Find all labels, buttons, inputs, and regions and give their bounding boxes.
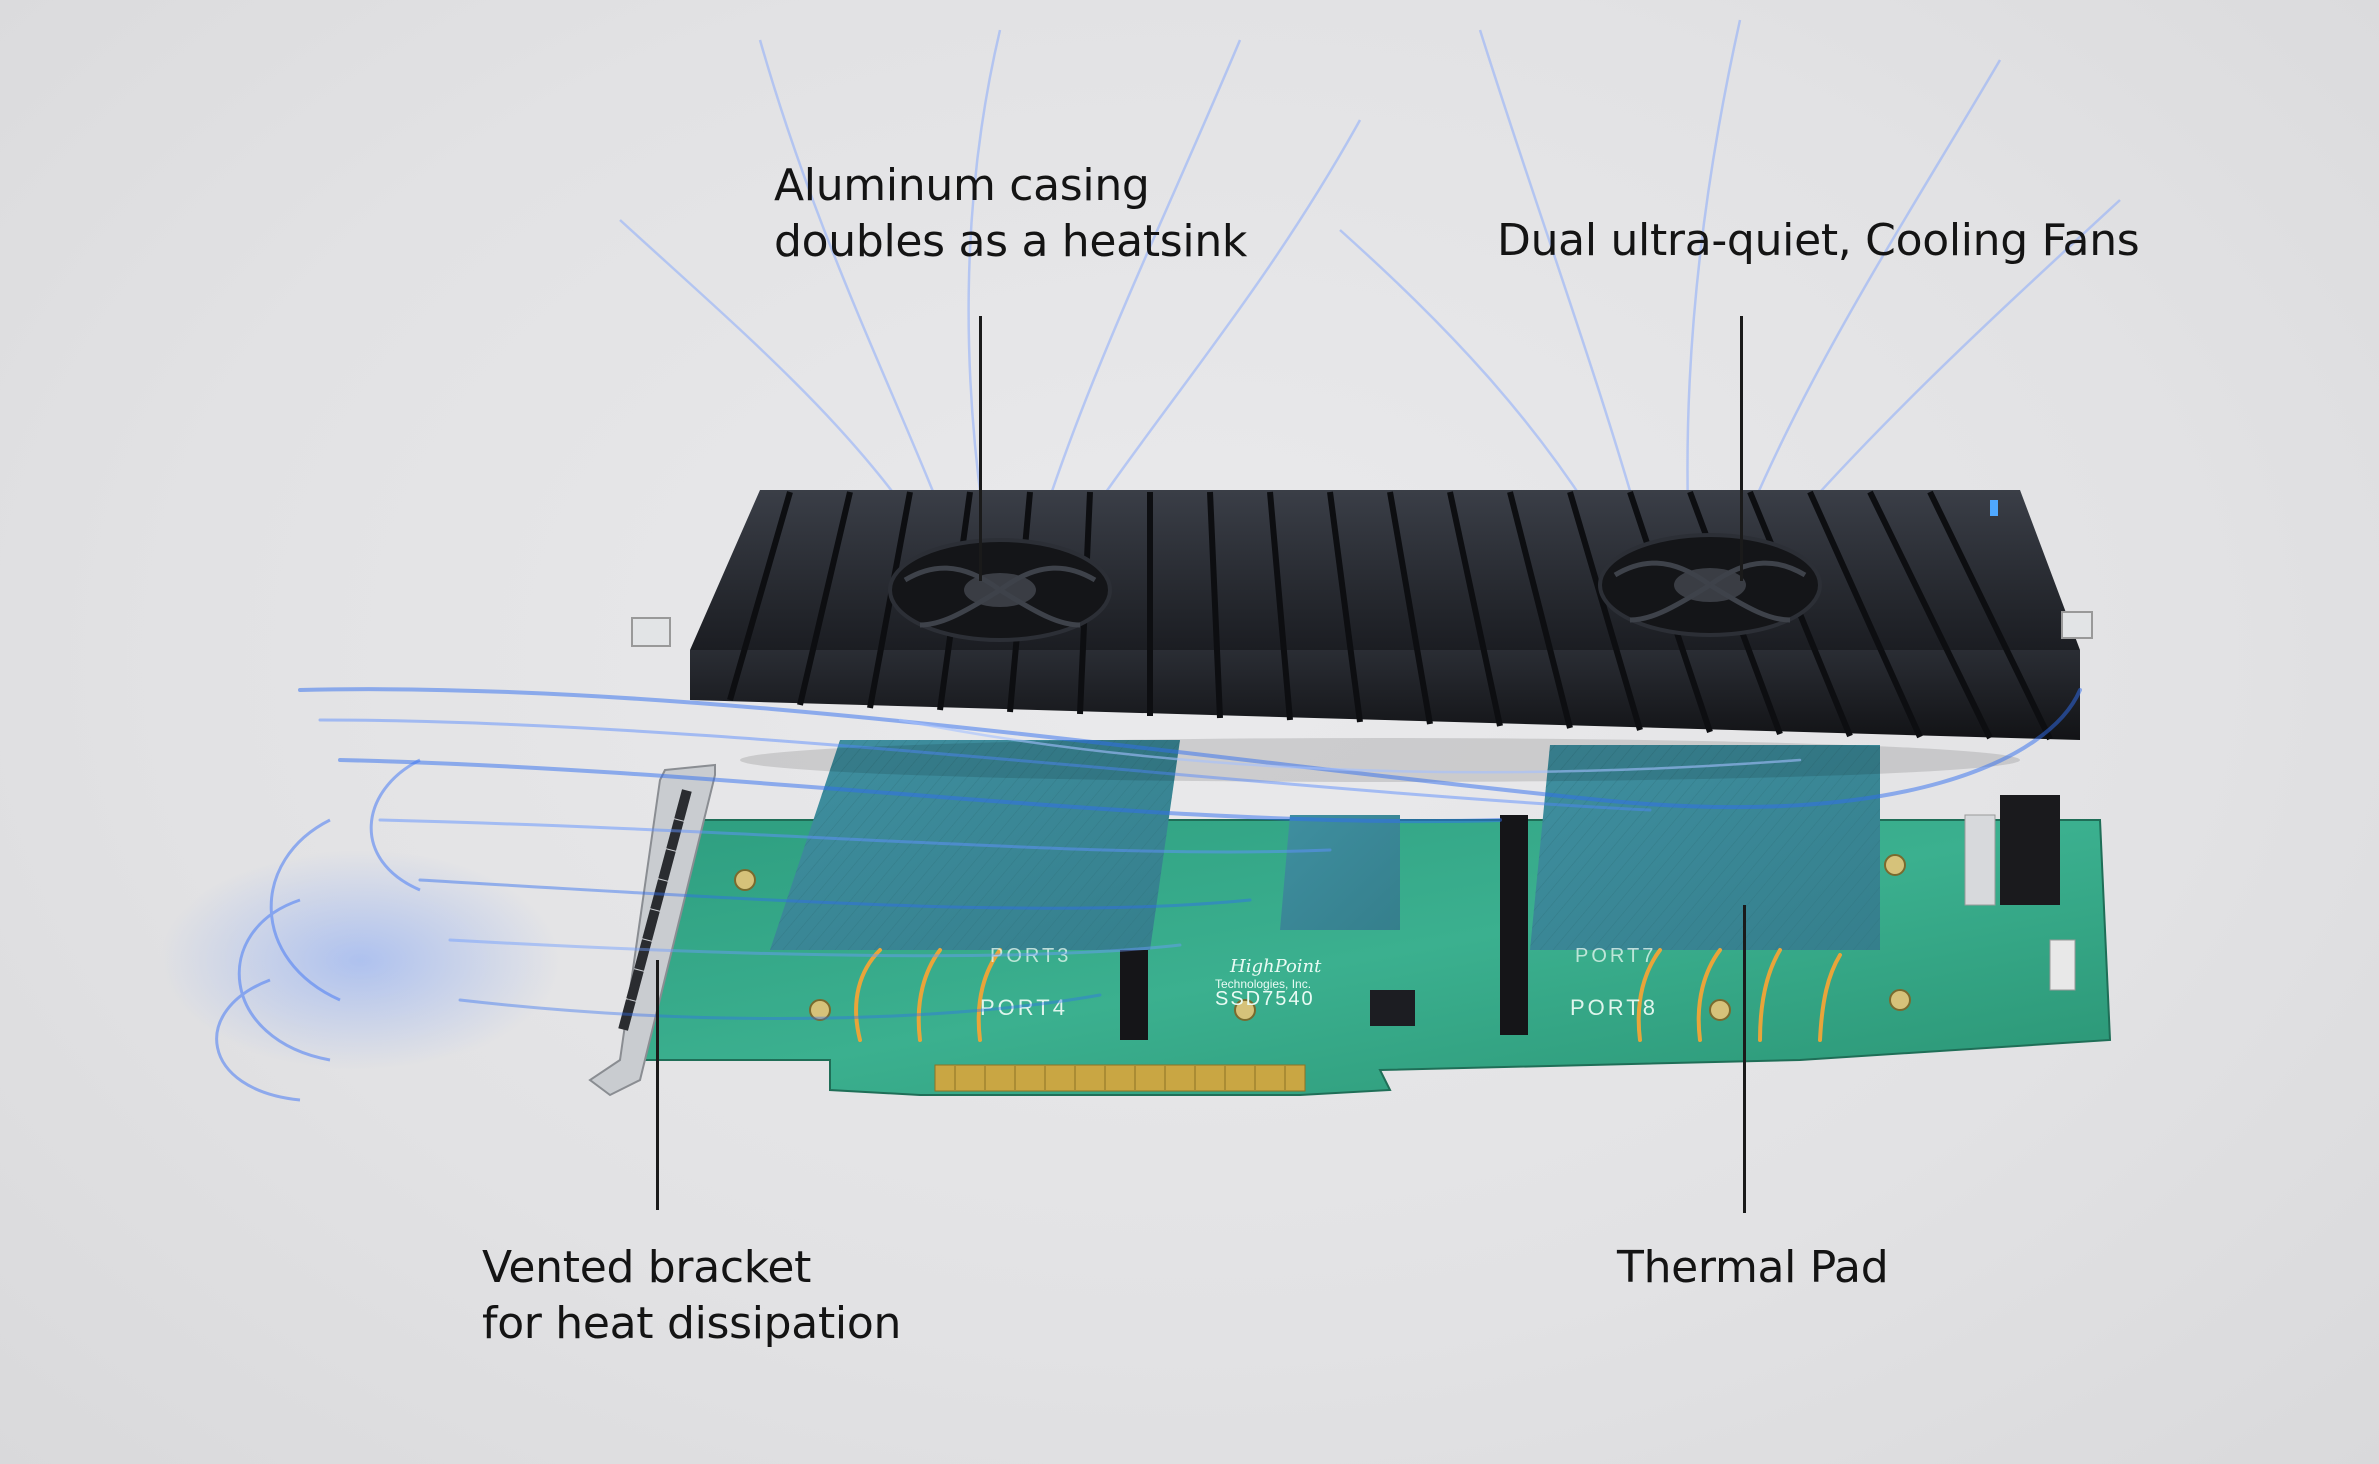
thermal-pad-right-hatch <box>1530 745 1880 950</box>
leader-line-thermal-pad <box>1743 905 1746 1213</box>
cooling-fan-right <box>1598 533 1822 637</box>
port-label: PORT3 <box>990 945 1071 967</box>
bracket-vents <box>618 789 692 1031</box>
fan-cable-connector <box>631 617 671 647</box>
model-label: SSD7540 <box>1215 988 1315 1010</box>
controller-chip <box>1370 990 1415 1026</box>
callout-cooling-fans-line1: Dual ultra-quiet, Cooling Fans <box>1497 215 2140 266</box>
leader-line-cooling-fans <box>1740 316 1743 581</box>
callout-vented-bracket-line1: Vented bracket <box>482 1242 812 1293</box>
port-label: PORT4 <box>980 995 1068 1020</box>
thermal-pad-center <box>1280 815 1400 930</box>
airflow-arcs <box>298 687 2082 1020</box>
callout-vented-bracket: Vented bracket for heat dissipation <box>482 1240 901 1352</box>
callout-cooling-fans: Dual ultra-quiet, Cooling Fans <box>1497 213 2140 269</box>
callout-aluminum-casing: Aluminum casing doubles as a heatsink <box>774 158 1247 270</box>
callout-thermal-pad-line1: Thermal Pad <box>1617 1242 1889 1293</box>
pcie-pins <box>954 1066 1286 1090</box>
power-connector <box>2000 795 2060 905</box>
callout-aluminum-casing-line2: doubles as a heatsink <box>774 216 1248 267</box>
company-label: Technologies, Inc. <box>1215 977 1311 991</box>
fan-cable-connector <box>2061 611 2093 639</box>
callout-thermal-pad: Thermal Pad <box>1617 1240 1889 1296</box>
airflow-glow <box>160 850 560 1070</box>
pcie-connector <box>934 1064 1306 1092</box>
brand-label: HighPoint <box>1229 956 1322 977</box>
leader-line-vented-bracket <box>656 960 659 1210</box>
status-led <box>1990 500 1998 516</box>
m2-slot <box>1500 815 1528 1035</box>
port-label: PORT7 <box>1575 945 1656 967</box>
air-streaks <box>619 19 2121 561</box>
heat-arrows <box>854 948 1842 1042</box>
board-holes <box>734 854 1911 1021</box>
cooling-fan-left <box>888 538 1112 642</box>
airflow-swirls <box>215 758 421 1102</box>
side-connector <box>1964 814 1996 906</box>
leader-line-aluminum-casing <box>979 316 982 581</box>
callout-vented-bracket-line2: for heat dissipation <box>482 1298 902 1349</box>
callout-aluminum-casing-line1: Aluminum casing <box>774 160 1150 211</box>
heatsink-shadow <box>740 738 2020 782</box>
heatsink-front <box>690 650 2080 740</box>
small-header <box>2049 939 2076 991</box>
port-label: PORT8 <box>1570 995 1658 1020</box>
